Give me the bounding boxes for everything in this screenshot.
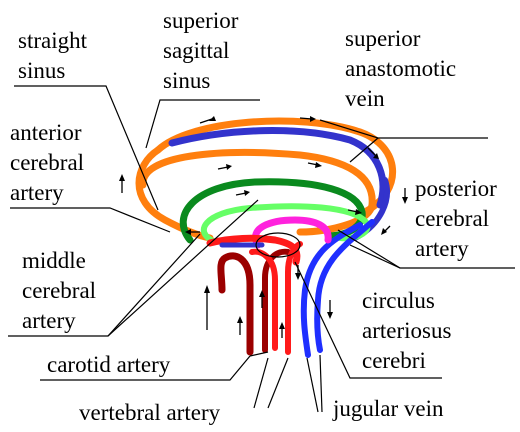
label-superior-sagittal-sinus: superior sagittal sinus	[163, 8, 244, 93]
label-circulus-arteriosus-cerebri: circulus arteriosus cerebri	[362, 288, 457, 373]
jugular-vein-left	[304, 225, 360, 355]
label-posterior-cerebral-artery: posterior cerebral artery	[415, 176, 503, 261]
carotid-artery-dark	[221, 256, 250, 352]
label-vertebral-artery: vertebral artery	[79, 400, 221, 425]
label-superior-anastomotic-vein: superior anastomotic vein	[345, 26, 462, 111]
label-straight-sinus: straight sinus	[18, 28, 93, 83]
label-anterior-cerebral-artery: anterior cerebral artery	[10, 120, 90, 205]
label-middle-cerebral-artery: middle cerebral artery	[22, 248, 102, 333]
label-jugular-vein: jugular vein	[332, 396, 444, 421]
label-carotid-artery: carotid artery	[47, 352, 171, 377]
